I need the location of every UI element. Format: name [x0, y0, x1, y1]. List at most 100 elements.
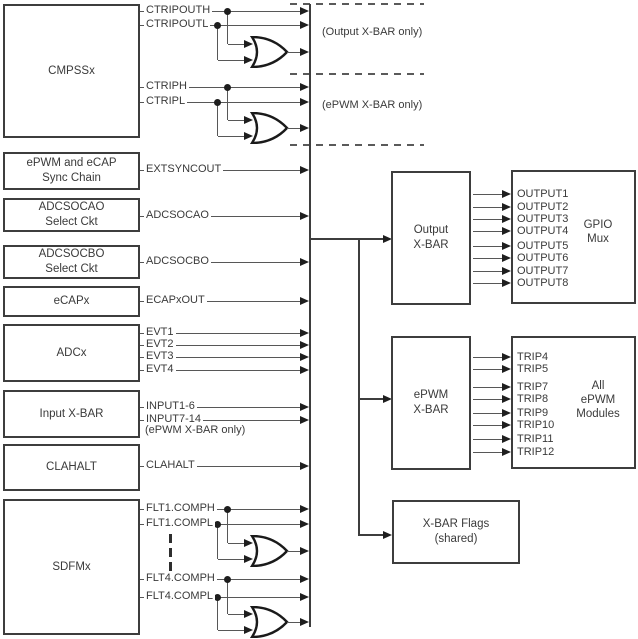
block-cmpssx: CMPSSx — [3, 4, 140, 138]
trip-connector — [473, 425, 503, 426]
arrowhead — [300, 258, 309, 266]
arrowhead — [502, 448, 511, 456]
trip-connector — [473, 452, 503, 453]
signal-label-flt1-comph: FLT1.COMPH — [144, 502, 217, 515]
gate-input-line — [218, 559, 245, 560]
arrowhead — [244, 132, 253, 140]
arrowhead — [502, 383, 511, 391]
gate-feed-line — [217, 597, 218, 630]
signal-line-ctripouth — [140, 11, 301, 12]
output-connector — [473, 207, 503, 208]
arrowhead — [300, 618, 309, 626]
block-sdfmx: SDFMx — [3, 499, 140, 635]
block-ecapx: eCAPx — [3, 286, 140, 317]
signal-line-evt1 — [140, 333, 301, 334]
arrowhead — [300, 593, 309, 601]
arrowhead — [502, 215, 511, 223]
junction-dot — [214, 594, 221, 601]
output-pin-label: OUTPUT1 — [517, 188, 569, 200]
junction-dot — [224, 506, 231, 513]
gate-feed-line — [227, 509, 228, 543]
ellipsis-dashed-line — [169, 534, 172, 576]
arrowhead — [502, 395, 511, 403]
arrowhead — [300, 505, 309, 513]
output-connector — [473, 246, 503, 247]
junction-dot — [224, 84, 231, 91]
gate-input-line — [218, 630, 245, 631]
arrowhead — [300, 124, 309, 132]
arrowhead — [300, 416, 309, 424]
output-connector — [473, 283, 503, 284]
arrowhead — [502, 242, 511, 250]
signal-line-adcsocao — [140, 216, 301, 217]
trip-pin-label: TRIP12 — [517, 446, 555, 458]
signal-label-ctripouth: CTRIPOUTH — [144, 4, 213, 17]
signal-label-evt2: EVT2 — [144, 338, 176, 351]
block-adcsocao-select-ckt: ADCSOCAO Select Ckt — [3, 198, 140, 232]
trip-pin-label: TRIP10 — [517, 419, 555, 431]
signal-label-input1-6: INPUT1-6 — [144, 400, 197, 413]
arrowhead — [502, 365, 511, 373]
signal-label-adcsocao: ADCSOCAO — [144, 209, 211, 222]
signal-line-flt1-comph — [140, 509, 301, 510]
arrowhead — [244, 56, 253, 64]
gate-output-line — [287, 128, 301, 129]
signal-label-ctriph: CTRIPH — [144, 80, 189, 93]
output-pin-label: OUTPUT7 — [517, 265, 569, 277]
signal-label-extsyncout: EXTSYNCOUT — [144, 163, 224, 176]
or-gate-icon — [249, 606, 289, 638]
arrowhead — [244, 40, 253, 48]
gate-input-line — [228, 614, 245, 615]
arrowhead — [300, 98, 309, 106]
signal-line-flt4-comph — [140, 579, 301, 580]
arrowhead — [502, 227, 511, 235]
gate-output-line — [287, 622, 301, 623]
junction-dot — [214, 521, 221, 528]
gate-input-line — [218, 60, 245, 61]
signal-label-evt4: EVT4 — [144, 363, 176, 376]
arrowhead — [300, 547, 309, 555]
block-gpio-mux — [511, 170, 636, 304]
trip-pin-label: TRIP4 — [517, 351, 549, 363]
signal-line-ctriph — [140, 87, 301, 88]
output-connector — [473, 219, 503, 220]
arrowhead — [502, 254, 511, 262]
gate-input-line — [228, 120, 245, 121]
block-xbar-flags: X-BAR Flags (shared) — [392, 500, 520, 564]
arrowhead-into-epwm-xbar — [383, 395, 392, 403]
block-all-epwm-modules — [511, 336, 636, 469]
signal-label-evt3: EVT3 — [144, 350, 176, 363]
signal-line-input7-14 — [140, 420, 301, 421]
signal-label-evt1: EVT1 — [144, 326, 176, 339]
arrowhead — [300, 48, 309, 56]
output-connector — [473, 194, 503, 195]
annotation-output-xbar-only: (Output X-BAR only) — [322, 26, 423, 38]
arrowhead — [502, 190, 511, 198]
or-gate-icon — [249, 36, 289, 68]
gate-output-line — [287, 551, 301, 552]
trunk-line — [311, 238, 385, 240]
trip-pin-label: TRIP11 — [517, 433, 554, 445]
trunk-branch-line — [358, 238, 360, 536]
arrowhead — [502, 267, 511, 275]
dashed-separator — [290, 3, 424, 5]
signal-bus-line — [309, 4, 311, 627]
block-epwm-xbar: ePWM X-BAR — [391, 336, 471, 470]
junction-dot — [214, 22, 221, 29]
output-pin-label: OUTPUT4 — [517, 225, 569, 237]
block-epwm-ecap-sync-chain: ePWM and eCAP Sync Chain — [3, 152, 140, 190]
gate-feed-line — [227, 11, 228, 44]
arrowhead — [300, 403, 309, 411]
arrowhead — [244, 116, 253, 124]
arrowhead — [502, 421, 511, 429]
signal-label-ctripoutl: CTRIPOUTL — [144, 18, 211, 31]
trip-connector — [473, 399, 503, 400]
output-connector — [473, 271, 503, 272]
signal-label-ctripl: CTRIPL — [144, 95, 188, 108]
arrowhead — [300, 329, 309, 337]
block-input-xbar: Input X-BAR — [3, 390, 140, 438]
arrowhead — [502, 435, 511, 443]
gate-feed-line — [217, 25, 218, 60]
branch-to-xbar-flags — [358, 534, 385, 536]
arrowhead — [300, 575, 309, 583]
